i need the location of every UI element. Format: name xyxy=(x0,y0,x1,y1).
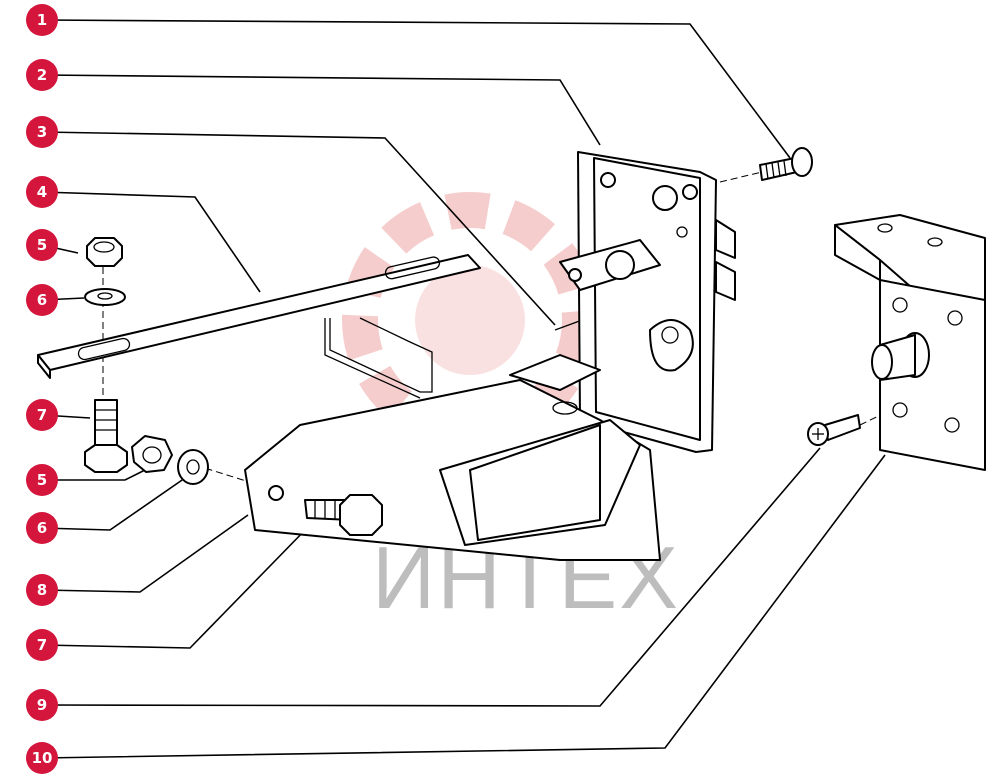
leader-lines xyxy=(41,19,886,759)
callout-badge: 8 xyxy=(26,574,58,606)
callout-circle xyxy=(26,629,58,661)
callout-number: 3 xyxy=(37,123,47,141)
callout-number: 7 xyxy=(37,406,47,424)
callout-badge: 5 xyxy=(26,464,58,496)
callout-number: 10 xyxy=(32,749,53,767)
hex-bolt-icon xyxy=(304,494,383,536)
callout-circle xyxy=(26,742,58,774)
hex-bolt-icon xyxy=(84,399,128,473)
callout-badge: 4 xyxy=(26,176,58,208)
callout-badge: 5 xyxy=(26,229,58,261)
callout-circle xyxy=(26,574,58,606)
washer-icon xyxy=(84,288,126,306)
slotted-bar-icon xyxy=(37,254,481,379)
callout-badge: 2 xyxy=(26,59,58,91)
washer-icon xyxy=(177,449,209,485)
callout-number: 5 xyxy=(37,236,47,254)
callout-circle xyxy=(26,512,58,544)
countersunk-screw-icon xyxy=(807,414,861,446)
callout-circle xyxy=(26,229,58,261)
callout-number: 4 xyxy=(37,183,47,201)
callout-circle xyxy=(26,4,58,36)
callout-number: 5 xyxy=(37,471,47,489)
callout-badge: 9 xyxy=(26,689,58,721)
callout-badge: 1 xyxy=(26,4,58,36)
callout-badge: 3 xyxy=(26,116,58,148)
screw-icon xyxy=(759,147,813,181)
striker-plate-icon xyxy=(834,214,986,471)
callout-badge: 6 xyxy=(26,284,58,316)
callout-badge: 10 xyxy=(26,742,58,774)
callout-number: 6 xyxy=(37,291,47,309)
callout-number: 8 xyxy=(37,581,47,599)
callout-circle xyxy=(26,689,58,721)
callout-number: 2 xyxy=(37,66,47,84)
callout-number: 9 xyxy=(37,696,47,714)
callout-number: 1 xyxy=(37,11,47,29)
callout-number: 6 xyxy=(37,519,47,537)
callout-circle xyxy=(26,464,58,496)
hex-nut-icon xyxy=(131,435,173,473)
callout-badge: 7 xyxy=(26,399,58,431)
callout-circle xyxy=(26,399,58,431)
callout-circle xyxy=(26,59,58,91)
callout-badge: 6 xyxy=(26,512,58,544)
callout-circle xyxy=(26,116,58,148)
latch-plate-icon xyxy=(559,151,736,453)
hex-nut-icon xyxy=(86,237,123,267)
callout-badge: 7 xyxy=(26,629,58,661)
callout-circle xyxy=(26,176,58,208)
callout-badges: 1 2 3 4 5 6 7 5 6 8 7 9 10 xyxy=(26,4,58,774)
callout-circle xyxy=(26,284,58,316)
callout-number: 7 xyxy=(37,636,47,654)
